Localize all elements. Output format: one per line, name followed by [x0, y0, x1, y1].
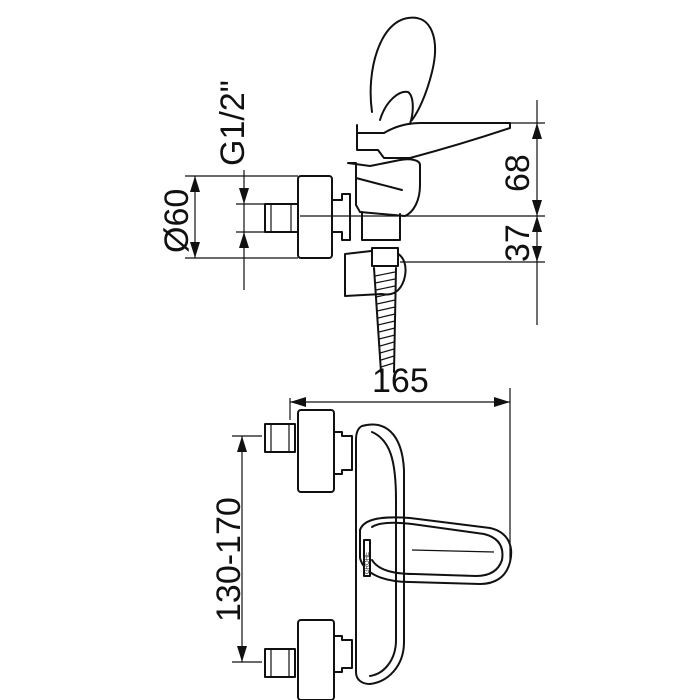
- dim-height-outlet-label: 37: [499, 224, 537, 262]
- side-handle-base: [356, 122, 511, 159]
- front-lever-centerline: [411, 549, 495, 553]
- dim-width: [289, 388, 511, 560]
- front-mixer-body-inner: [369, 431, 397, 677]
- brand-badge: [363, 539, 371, 577]
- side-body: [347, 158, 421, 217]
- dim-thread: [236, 170, 265, 290]
- dim-diameter-label: Ø60: [158, 189, 196, 253]
- front-lever-inner: [371, 521, 504, 577]
- side-hose-nut: [371, 247, 399, 267]
- front-mixer-body: [355, 423, 405, 685]
- side-wall-rosette: [297, 175, 333, 259]
- side-connector: [331, 193, 351, 241]
- side-view: Ø60 G1/2" 68 37: [158, 16, 545, 373]
- dim-height-handle-label: 68: [499, 154, 537, 192]
- side-handle-inner: [379, 90, 414, 125]
- side-inlet-pipe: [264, 203, 299, 233]
- side-neck: [361, 211, 401, 241]
- side-spiral-hose: [373, 267, 397, 373]
- front-view: 165 130-170: [210, 362, 513, 700]
- dim-width-label: 165: [372, 362, 429, 400]
- lower-connector: [264, 619, 353, 700]
- dim-thread-label: G1/2": [214, 80, 252, 166]
- upper-connector: [264, 409, 353, 493]
- dim-spacing: [232, 435, 262, 663]
- side-body-edge: [355, 177, 403, 191]
- dim-heights: [300, 100, 545, 325]
- brand-label: GROHE: [365, 552, 371, 574]
- front-lever-handle: [359, 516, 513, 585]
- dim-diameter: [185, 175, 298, 259]
- dim-spacing-label: 130-170: [210, 497, 248, 622]
- side-handle-lever: [369, 16, 436, 121]
